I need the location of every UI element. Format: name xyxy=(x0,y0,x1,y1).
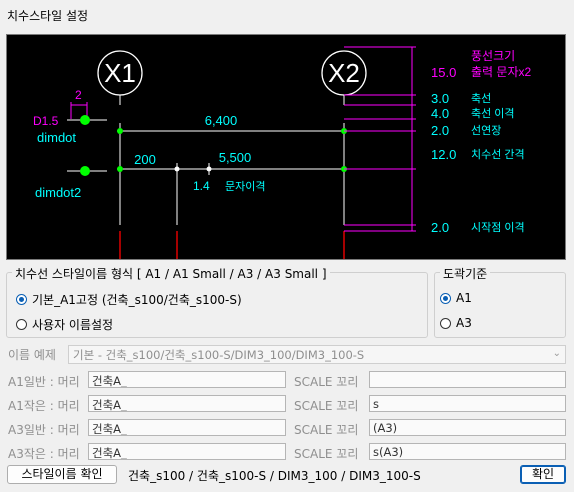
tail-field-a3-normal[interactable]: (A3) xyxy=(369,419,566,436)
tail-label-a3-small: SCALE 꼬리 xyxy=(294,447,359,461)
dimdot2-sample xyxy=(80,166,90,176)
radio-a1[interactable]: A1 xyxy=(440,291,472,305)
head-field-a3-small[interactable]: 건축A_ xyxy=(88,443,286,460)
style-name-result: 건축_s100 / 건축_s100-S / DIM3_100 / DIM3_10… xyxy=(128,469,421,483)
example-label: 이름 예제 xyxy=(8,348,56,362)
tail-field-a1-normal[interactable] xyxy=(369,371,566,388)
row-label-a1-normal: A1일반 : 머리 xyxy=(8,375,80,389)
format-group-label: 치수선 스타일이름 형식 [ A1 / A1 Small / A3 / A3 S… xyxy=(12,265,330,282)
scale-group-label: 도곽기준 xyxy=(440,265,491,282)
tail-field-a3-small[interactable]: s(A3) xyxy=(369,443,566,460)
row-label-a3-normal: A3일반 : 머리 xyxy=(8,423,80,437)
scale-group xyxy=(434,272,566,338)
tail-label-a1-normal: SCALE 꼬리 xyxy=(294,375,359,389)
radio-label: A1 xyxy=(456,291,472,305)
dim-dot-mid xyxy=(174,166,180,172)
dim-text-top: 6,400 xyxy=(205,113,238,128)
radio-indicator xyxy=(16,294,27,305)
grid-label-x2: X2 xyxy=(328,58,360,88)
dim-text-200: 200 xyxy=(134,152,156,167)
tail-label-a3-normal: SCALE 꼬리 xyxy=(294,423,359,437)
head-field-a3-normal[interactable]: 건축A_ xyxy=(88,419,286,436)
dimdot-sample xyxy=(80,115,90,125)
dimdot-gap-label: 2 xyxy=(75,88,82,102)
label-axis: 축선 xyxy=(471,92,491,105)
label-balloon-size: 풍선크기 xyxy=(471,49,515,63)
label-balloon-text: 출력 문자x2 xyxy=(471,65,531,79)
head-field-a1-small[interactable]: 건축A_ xyxy=(88,395,286,412)
radio-label: A3 xyxy=(456,316,472,330)
text-gap-value: 1.4 xyxy=(193,179,210,193)
dim-text-5500: 5,500 xyxy=(219,150,252,165)
example-value: 기본 - 건축_s100/건축_s100-S/DIM3_100/DIM3_100… xyxy=(73,348,365,362)
tail-label-a1-small: SCALE 꼬리 xyxy=(294,399,359,413)
dimdot-size-label: D1.5 xyxy=(33,114,59,128)
row-label-a1-small: A1작은 : 머리 xyxy=(8,399,80,413)
radio-default-format[interactable]: 기본_A1고정 (건축_s100/건축_s100-S) xyxy=(16,291,242,308)
label-extension: 선연장 xyxy=(471,124,501,137)
grid-label-x1: X1 xyxy=(104,58,136,88)
head-field-a1-normal[interactable]: 건축A_ xyxy=(88,371,286,388)
dim-dot xyxy=(117,166,123,172)
radio-a3[interactable]: A3 xyxy=(440,316,472,330)
value-dim-spacing: 12.0 xyxy=(431,147,456,162)
label-start-gap: 시작점 이격 xyxy=(471,221,525,234)
check-style-name-button[interactable]: 스타일이름 확인 xyxy=(7,465,117,484)
radio-indicator xyxy=(440,317,451,329)
ok-button[interactable]: 확인 xyxy=(520,465,566,484)
text-gap-label: 문자이격 xyxy=(225,180,265,193)
label-axis-gap: 축선 이격 xyxy=(471,107,515,120)
value-start-gap: 2.0 xyxy=(431,220,449,235)
value-extension: 2.0 xyxy=(431,123,449,138)
preview-canvas: X1 X2 6,400 200 5,500 1.4 문자이격 2 D1.5 xyxy=(33,46,531,259)
example-dropdown[interactable]: 기본 - 건축_s100/건축_s100-S/DIM3_100/DIM3_100… xyxy=(68,345,566,364)
dimdot2-label: dimdot2 xyxy=(35,185,81,200)
value-axis-gap: 4.0 xyxy=(431,106,449,121)
value-balloon: 15.0 xyxy=(431,65,456,80)
radio-indicator xyxy=(440,292,451,304)
label-dim-spacing: 치수선 간격 xyxy=(471,148,525,161)
dimension-preview: X1 X2 6,400 200 5,500 1.4 문자이격 2 D1.5 xyxy=(6,34,566,260)
window-title: 치수스타일 설정 xyxy=(7,9,89,23)
chevron-down-icon: ⌄ xyxy=(552,348,561,359)
radio-indicator xyxy=(16,319,27,330)
radio-label: 사용자 이름설정 xyxy=(32,318,114,332)
row-label-a3-small: A3작은 : 머리 xyxy=(8,447,80,461)
radio-custom-format[interactable]: 사용자 이름설정 xyxy=(16,316,113,333)
value-axis: 3.0 xyxy=(431,91,449,106)
tail-field-a1-small[interactable]: s xyxy=(369,395,566,412)
dimdot-label: dimdot xyxy=(37,130,76,145)
dim-dot xyxy=(117,128,123,134)
radio-label: 기본_A1고정 (건축_s100/건축_s100-S) xyxy=(32,293,242,307)
